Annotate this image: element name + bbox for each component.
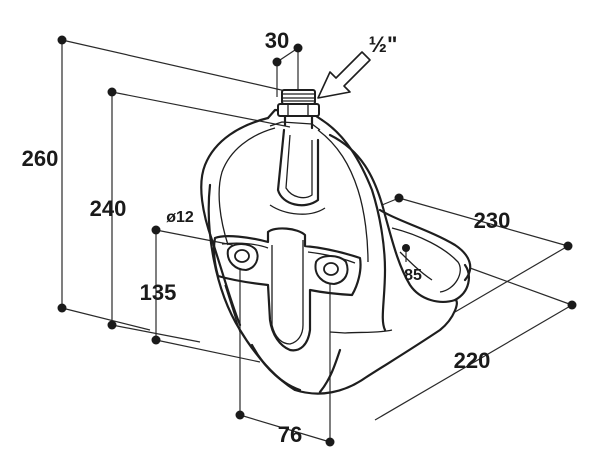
label-hole-spacing: 76 bbox=[278, 422, 302, 447]
label-hole-diameter: ø12 bbox=[166, 209, 194, 226]
label-thread-size: ½" bbox=[369, 32, 398, 57]
water-bowl-body bbox=[200, 89, 472, 395]
label-overall-height: 260 bbox=[22, 146, 59, 171]
mounting-hole-left bbox=[226, 243, 259, 272]
label-bowl-length: 230 bbox=[474, 208, 511, 233]
mounting-hole-right bbox=[314, 255, 349, 286]
label-bowl-depth: 85 bbox=[404, 267, 422, 284]
label-inlet-width: 30 bbox=[265, 28, 289, 53]
dimension-lines bbox=[57, 35, 577, 447]
dimension-labels: 260 240 135 ø12 76 30 ½" 85 230 220 bbox=[22, 28, 511, 447]
label-hole-height: 135 bbox=[140, 280, 177, 305]
label-bowl-width: 220 bbox=[454, 348, 491, 373]
label-bracket-height: 240 bbox=[90, 196, 127, 221]
thread-arrow-icon bbox=[317, 51, 371, 99]
